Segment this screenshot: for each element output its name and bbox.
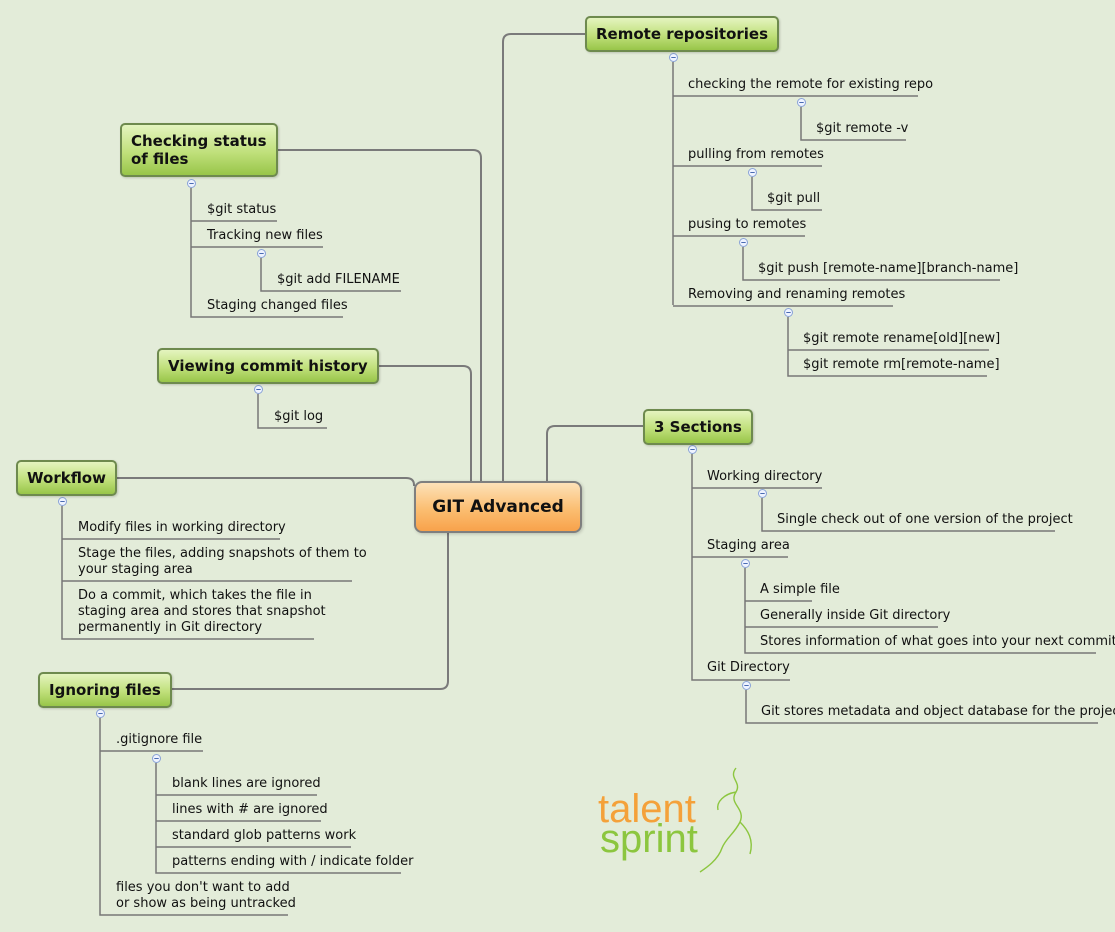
leaf-item[interactable]: $git push [remote-name][branch-name] <box>758 261 1019 276</box>
leaf-item[interactable]: Git stores metadata and object database … <box>761 704 1115 719</box>
leaf-item[interactable]: Staging area <box>707 538 790 553</box>
logo-figure-icon <box>699 767 752 873</box>
leaf-item[interactable]: .gitignore file <box>116 732 203 747</box>
leaf-item[interactable]: Staging changed files <box>207 298 348 313</box>
leaf-item[interactable]: pulling from remotes <box>688 147 824 162</box>
leaf-item[interactable]: Do a commit, which takes the file in sta… <box>78 588 326 636</box>
topic-3-sections[interactable]: 3 Sections <box>643 409 753 445</box>
topic-viewing-commit-history[interactable]: Viewing commit history <box>157 348 379 384</box>
leaf-line: files you don't want to add <box>116 880 290 895</box>
collapse-icon[interactable] <box>669 53 678 62</box>
leaf-item[interactable]: $git add FILENAME <box>277 272 400 287</box>
leaf-item[interactable]: Working directory <box>707 469 823 484</box>
collapse-icon[interactable] <box>758 489 767 498</box>
topic-ignoring-files[interactable]: Ignoring files <box>38 672 172 708</box>
collapse-icon[interactable] <box>739 238 748 247</box>
leaf-item[interactable]: checking the remote for existing repo <box>688 77 934 92</box>
collapse-icon[interactable] <box>257 249 266 258</box>
collapse-icon[interactable] <box>742 681 751 690</box>
leaf-item[interactable]: Tracking new files <box>207 228 323 243</box>
leaf-item[interactable]: standard glob patterns work <box>172 828 357 843</box>
leaf-line: your staging area <box>78 562 193 577</box>
collapse-icon[interactable] <box>58 497 67 506</box>
leaf-item[interactable]: $git remote -v <box>816 121 909 136</box>
leaf-item[interactable]: Stage the files, adding snapshots of the… <box>78 546 367 578</box>
leaf-item[interactable]: patterns ending with / indicate folder <box>172 854 414 869</box>
collapse-icon[interactable] <box>96 709 105 718</box>
logo-text-talent: talent <box>598 787 696 831</box>
leaf-line: Do a commit, which takes the file in <box>78 588 312 603</box>
topic-label: Ignoring files <box>49 681 161 699</box>
topic-label: Workflow <box>27 469 106 487</box>
talentsprint-logo: talent sprint <box>598 767 752 873</box>
topic-label-line: Checking status <box>131 132 267 150</box>
leaf-item[interactable]: Modify files in working directory <box>78 520 286 536</box>
leaf-line: Stage the files, adding snapshots of the… <box>78 546 367 561</box>
leaf-item[interactable]: pusing to remotes <box>688 217 807 232</box>
leaf-item[interactable]: Generally inside Git directory <box>760 608 951 623</box>
leaf-line: permanently in Git directory <box>78 620 263 635</box>
leaf-line: Modify files in working directory <box>78 520 286 535</box>
topic-remote-repositories[interactable]: Remote repositories <box>585 16 780 52</box>
leaf-item[interactable]: $git log <box>274 409 324 424</box>
logo-text-sprint: sprint <box>600 817 698 861</box>
leaf-item[interactable]: $git remote rm[remote-name] <box>803 357 1000 372</box>
central-topic-label: GIT Advanced <box>432 497 564 517</box>
collapse-icon[interactable] <box>187 179 196 188</box>
leaf-item[interactable]: Stores information of what goes into you… <box>760 634 1115 649</box>
collapse-icon[interactable] <box>254 385 263 394</box>
leaf-item[interactable]: Single check out of one version of the p… <box>777 512 1073 527</box>
central-topic[interactable]: GIT Advanced <box>414 481 582 533</box>
leaf-item[interactable]: blank lines are ignored <box>172 776 321 791</box>
topic-label: Viewing commit history <box>168 357 368 375</box>
leaf-line: or show as being untracked <box>116 896 296 911</box>
topic-label: 3 Sections <box>654 418 742 436</box>
leaf-item[interactable]: Removing and renaming remotes <box>688 287 906 302</box>
leaf-item[interactable]: files you don't want to add or show as b… <box>116 880 296 912</box>
topic-label: Remote repositories <box>596 25 769 43</box>
leaf-item[interactable]: lines with # are ignored <box>172 802 328 817</box>
collapse-icon[interactable] <box>741 559 750 568</box>
leaf-line: staging area and stores that snapshot <box>78 604 326 619</box>
collapse-icon[interactable] <box>688 445 697 454</box>
topic-checking-status[interactable]: Checking status of files <box>120 123 278 177</box>
collapse-icon[interactable] <box>748 168 757 177</box>
collapse-icon[interactable] <box>797 98 806 107</box>
leaf-item[interactable]: Git Directory <box>707 660 790 675</box>
leaf-item[interactable]: $git status <box>207 202 277 217</box>
collapse-icon[interactable] <box>784 308 793 317</box>
collapse-icon[interactable] <box>152 754 161 763</box>
leaf-item[interactable]: $git remote rename[old][new] <box>803 331 1001 346</box>
leaf-item[interactable]: $git pull <box>767 191 821 206</box>
topic-workflow[interactable]: Workflow <box>16 460 117 496</box>
topic-label-line: of files <box>131 150 189 168</box>
leaf-item[interactable]: A simple file <box>760 582 840 597</box>
